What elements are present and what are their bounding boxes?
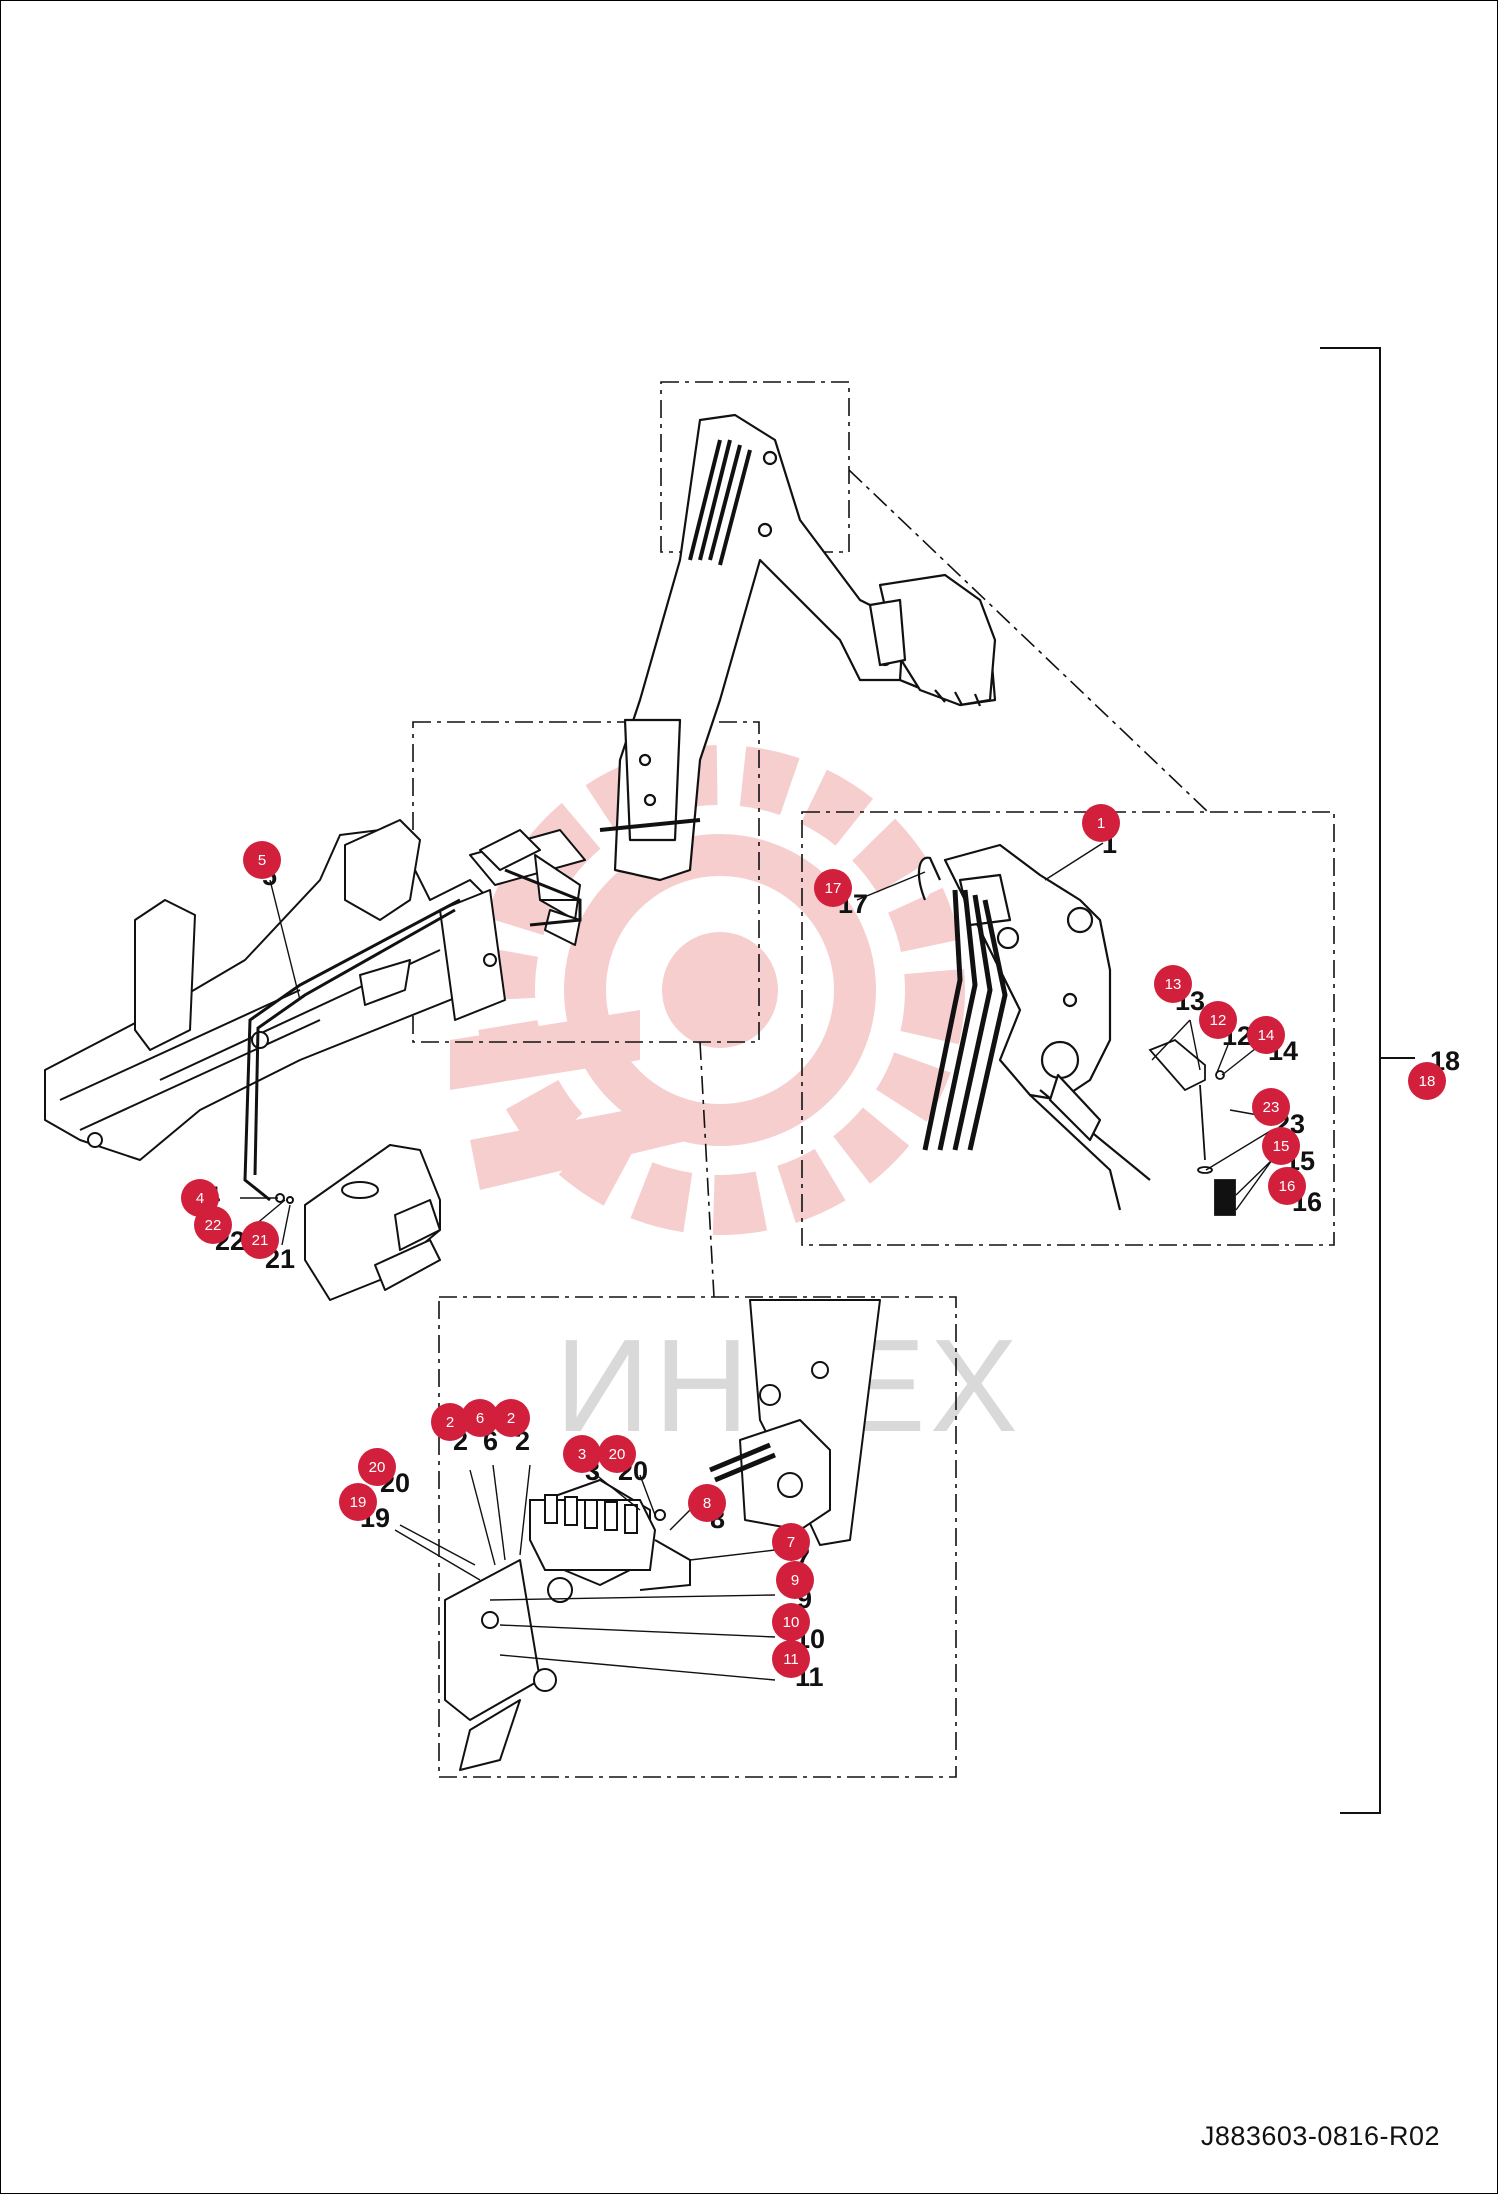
callout-badge-label-c22: 22 bbox=[205, 1217, 222, 1234]
callout-badge-c19[interactable] bbox=[339, 1483, 377, 1521]
callout-badge-label-c2a: 2 bbox=[446, 1414, 454, 1431]
callout-badge-c16[interactable] bbox=[1268, 1167, 1306, 1205]
boom-zoom-hoses bbox=[922, 889, 1008, 1151]
callout-badge-label-c16: 16 bbox=[1279, 1178, 1296, 1195]
callout-badge-label-c8: 8 bbox=[703, 1495, 711, 1512]
callout-badge-c1[interactable] bbox=[1082, 804, 1120, 842]
callout-badge-label-c5: 5 bbox=[258, 852, 266, 869]
bucket bbox=[868, 573, 997, 707]
boom-zoom-hardware bbox=[1148, 1038, 1236, 1216]
callout-badge-label-c15: 15 bbox=[1273, 1138, 1290, 1155]
callout-badge-label-c20b: 20 bbox=[369, 1459, 386, 1476]
callout-badge-label-c18: 18 bbox=[1419, 1073, 1436, 1090]
callout-badge-c13[interactable] bbox=[1154, 965, 1192, 1003]
valve-block bbox=[529, 1494, 691, 1591]
callout-badge-label-c2b: 2 bbox=[507, 1410, 515, 1427]
callout-badge-label-c3: 3 bbox=[578, 1446, 586, 1463]
detail-box-boom-zoom bbox=[801, 811, 1335, 1246]
callout-badge-c10[interactable] bbox=[772, 1603, 810, 1641]
assembly-bracket bbox=[1320, 347, 1415, 1814]
callout-badge-c8[interactable] bbox=[688, 1484, 726, 1522]
callout-badge-c7[interactable] bbox=[772, 1523, 810, 1561]
drawing-code: J883603-0816-R02 bbox=[1200, 2121, 1440, 2151]
callout-badge-c20b[interactable] bbox=[358, 1448, 396, 1486]
callout-badge-c2a[interactable] bbox=[431, 1403, 469, 1441]
callout-badge-c12[interactable] bbox=[1199, 1001, 1237, 1039]
hydraulic-lines bbox=[243, 868, 582, 1202]
callout-badge-c14[interactable] bbox=[1247, 1016, 1285, 1054]
callout-badge-label-c12: 12 bbox=[1210, 1012, 1227, 1029]
callout-badge-label-c1: 1 bbox=[1097, 815, 1105, 832]
callout-badge-label-c19: 19 bbox=[350, 1494, 367, 1511]
callout-badge-label-c20a: 20 bbox=[609, 1446, 626, 1463]
hydraulic-tank bbox=[275, 1144, 441, 1301]
callout-badge-label-c9: 9 bbox=[791, 1572, 799, 1589]
callout-badge-c3[interactable] bbox=[563, 1435, 601, 1473]
callout-badge-label-c17: 17 bbox=[825, 880, 842, 897]
callout-badge-c9[interactable] bbox=[776, 1561, 814, 1599]
callout-badge-c5[interactable] bbox=[243, 841, 281, 879]
callout-badge-c11[interactable] bbox=[772, 1640, 810, 1678]
leader-lines bbox=[240, 842, 1273, 1681]
callout-badge-label-c6: 6 bbox=[476, 1410, 484, 1427]
callout-badge-c6[interactable] bbox=[461, 1399, 499, 1437]
callout-badge-label-c21: 21 bbox=[252, 1232, 269, 1249]
machine-frame bbox=[44, 819, 586, 1161]
callout-badge-label-c23: 23 bbox=[1263, 1099, 1280, 1116]
callout-badge-c21[interactable] bbox=[241, 1221, 279, 1259]
callout-badge-label-c13: 13 bbox=[1165, 976, 1182, 993]
part-callouts: 1117171313121214142323151516161818554422… bbox=[181, 804, 1460, 1692]
callout-badge-c17[interactable] bbox=[814, 869, 852, 907]
callout-badge-label-c10: 10 bbox=[783, 1614, 800, 1631]
callout-badge-c2b[interactable] bbox=[492, 1399, 530, 1437]
detail-box-valve-zoom bbox=[438, 1296, 957, 1778]
callout-badge-label-c7: 7 bbox=[787, 1534, 795, 1551]
callout-badge-c15[interactable] bbox=[1262, 1127, 1300, 1165]
callout-badge-label-c14: 14 bbox=[1258, 1027, 1275, 1044]
callout-badge-label-c4: 4 bbox=[196, 1190, 204, 1207]
callout-badge-c23[interactable] bbox=[1252, 1088, 1290, 1126]
callout-badge-c22[interactable] bbox=[194, 1206, 232, 1244]
valve-zoom-view bbox=[444, 1299, 881, 1771]
callout-badge-label-c11: 11 bbox=[783, 1651, 799, 1668]
watermark-logo bbox=[450, 745, 965, 1235]
callout-badge-c20a[interactable] bbox=[598, 1435, 636, 1473]
callout-badge-c18[interactable] bbox=[1408, 1062, 1446, 1100]
